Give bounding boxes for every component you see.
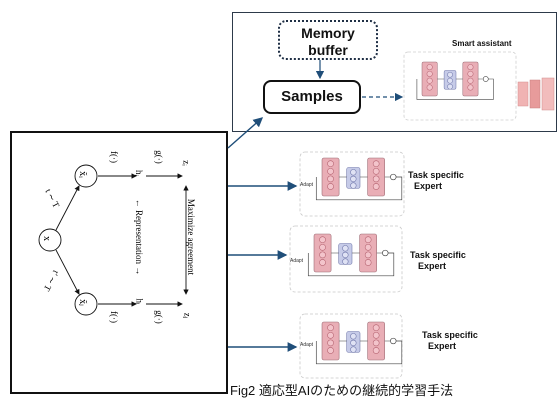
memory-buffer-label-line1: Memory bbox=[301, 25, 355, 41]
expert-label-3: Task specific Expert bbox=[422, 330, 478, 351]
svg-text:Adapt: Adapt bbox=[300, 182, 314, 188]
simclr-f1: f(·) bbox=[109, 151, 119, 163]
simclr-h-i: hᵢ bbox=[133, 170, 144, 176]
svg-text:Adapt: Adapt bbox=[300, 342, 314, 348]
simclr-x-i: x̃ᵢ bbox=[76, 171, 88, 178]
expert-label-1: Task specific Expert bbox=[408, 170, 464, 191]
memory-buffer-label-line2: buffer bbox=[308, 42, 348, 58]
smart-assistant-label: Smart assistant bbox=[452, 39, 512, 48]
simclr-h-j: hⱼ bbox=[134, 298, 145, 305]
svg-text:Adapt: Adapt bbox=[290, 258, 304, 264]
simclr-z-j: zⱼ bbox=[182, 312, 193, 319]
simclr-x-j: x̃ⱼ bbox=[76, 299, 88, 306]
simclr-x: x bbox=[41, 236, 52, 241]
simclr-f2: f(·) bbox=[109, 311, 119, 323]
figure-caption: Fig2 適応型AIのための継続的学習手法 bbox=[230, 383, 454, 398]
samples-box: Samples bbox=[263, 80, 361, 114]
simclr-g2: g(·) bbox=[153, 310, 164, 324]
simclr-g1: g(·) bbox=[153, 150, 164, 164]
expert-label-2: Task specific Expert bbox=[410, 250, 466, 271]
memory-buffer-box: Memory buffer bbox=[278, 20, 378, 60]
simclr-framework-diagram bbox=[10, 131, 228, 394]
simclr-z-i: zᵢ bbox=[181, 160, 192, 166]
simclr-maximize-agreement: Maximize agreement bbox=[186, 198, 196, 276]
simclr-representation: ← Representation → bbox=[134, 198, 144, 276]
